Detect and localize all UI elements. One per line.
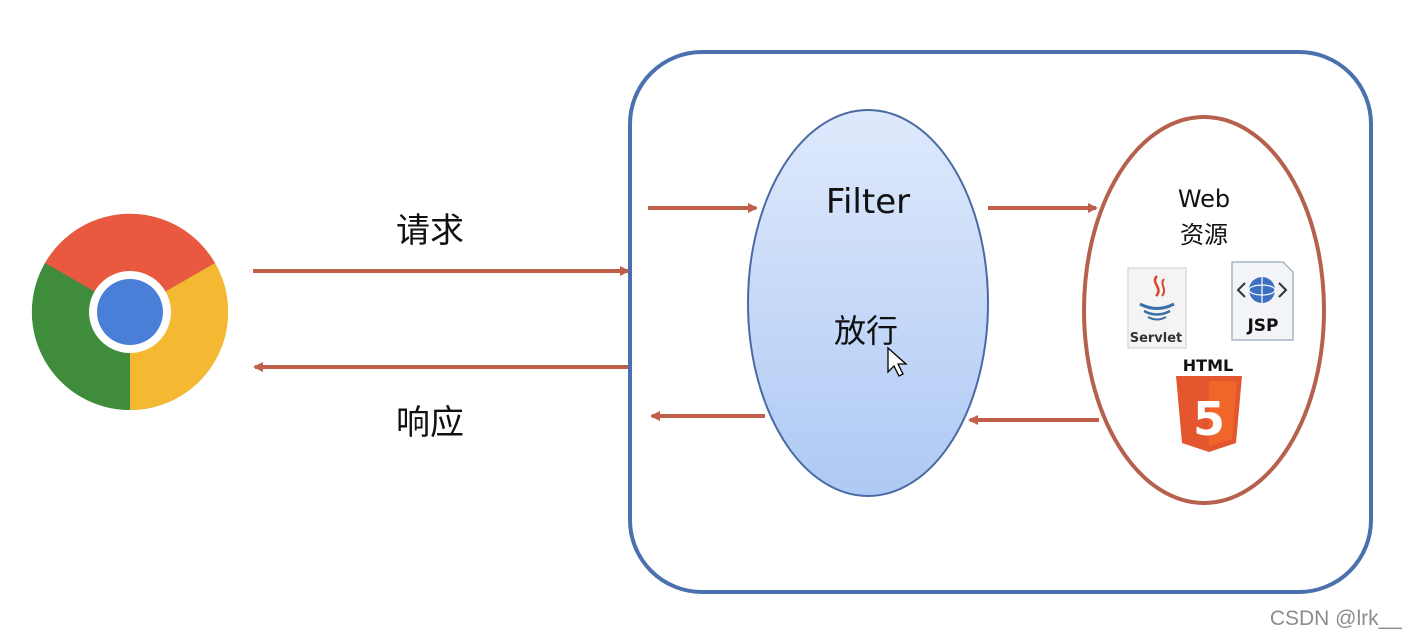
- html-text: HTML: [1183, 356, 1233, 375]
- html5-icon: HTML 5: [1176, 356, 1242, 452]
- web-label-line2: 资源: [1180, 221, 1228, 249]
- jsp-icon: JSP: [1231, 261, 1294, 341]
- request-label: 请求: [396, 211, 464, 251]
- filter-ellipse: [747, 109, 989, 497]
- jsp-text: JSP: [1246, 316, 1278, 336]
- html5-number: 5: [1193, 392, 1225, 446]
- filter-action-label: 放行: [834, 312, 898, 350]
- web-label-line1: Web: [1178, 185, 1230, 213]
- filter-title: Filter: [826, 182, 910, 222]
- server-container: [628, 50, 1373, 594]
- servlet-text: Servlet: [1130, 331, 1183, 346]
- web-resources-ellipse: [1082, 115, 1326, 505]
- csdn-watermark: CSDN @lrk__: [1269, 607, 1402, 630]
- servlet-icon: Servlet: [1127, 267, 1187, 349]
- response-label: 响应: [396, 403, 464, 443]
- cursor-icon: [887, 346, 908, 377]
- chrome-icon: [31, 213, 229, 411]
